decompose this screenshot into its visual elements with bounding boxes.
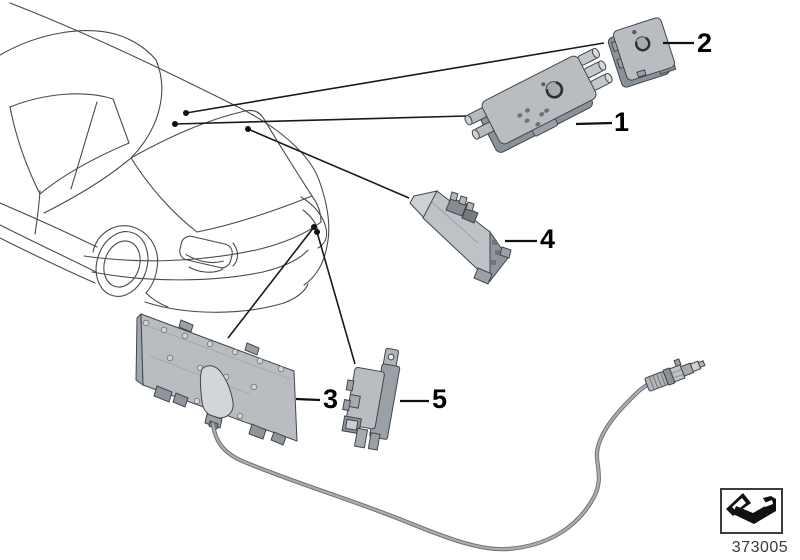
leader-lines [174,42,605,365]
car-rocker-line [0,224,97,273]
car-sill-line [0,237,96,284]
direction-arrow-icon [726,493,776,524]
car-wheel-inner [103,240,141,288]
car-rear-window [130,109,313,233]
leader-to-part-4 [247,128,410,199]
callout-label-1[interactable]: 1 [614,107,630,137]
leader-to-part-3 [227,226,315,339]
bracket-side-tab-1 [345,379,355,392]
plate-seam-1 [147,325,291,380]
mount-dot-1 [183,110,189,116]
plate-seam-2 [149,355,251,395]
cable-core [211,383,649,551]
part-5-bracket-module [341,347,401,451]
car-taillight [179,235,233,269]
amp1-left-cap-2 [471,129,480,140]
amp2-screw-clip [635,36,651,52]
antenna-fin [199,365,234,419]
mount-dot-3 [245,126,251,132]
connector-ridges [649,373,666,389]
antenna-cable [210,382,650,552]
car-roof-rail [0,30,157,61]
car-wheel-arch [92,225,159,294]
plate-clip-bottom-2 [172,392,189,408]
amp1-left-cap-1 [464,115,473,126]
part-4-control-module [409,190,512,285]
connector-tip-pin [697,360,706,368]
car-side-glass [9,93,130,195]
callout-label-2[interactable]: 2 [697,28,713,58]
amp1-top-face [481,55,597,145]
car-deck-edge [311,195,322,223]
module-strip-detail-1 [492,240,497,245]
cable-connector [644,358,706,392]
leader-to-part-1 [174,115,467,125]
car-wheel-outer [95,231,149,297]
module-strip-detail-2 [495,250,500,255]
bracket-tab-hole [387,353,395,361]
callout-line-1 [575,121,613,126]
plate-screw-bosses [142,319,285,420]
car-bumper-recess [188,266,224,273]
car-trunk-hook [232,242,239,267]
module-socket-pin-1 [449,191,459,202]
amp2-edge-detail [636,69,647,78]
plate-clip-top-2 [244,342,260,356]
bracket-connector-inner [344,418,359,431]
car-door-cut [34,190,41,235]
amp1-right-cap-3 [604,72,613,84]
car-bumper-bottom [144,283,309,313]
part-3-antenna-base-plate [135,312,298,446]
plate-clip-bottom-1 [153,385,173,403]
amp1-right-cap-1 [591,47,600,59]
connector-hex-lines [671,369,684,379]
connector-pin-stub [673,358,682,367]
car-taillight-line [185,253,224,264]
module-strip-detail-3 [491,260,496,265]
mount-dot-5 [314,229,320,235]
module-face-seam [431,201,479,244]
car-belt-line [0,202,98,248]
callout-leader-lines [295,41,694,403]
plate-clip-top-1 [178,319,194,333]
car-shoulder-line [43,157,132,214]
module-foot [473,267,493,285]
car-trunk-gap [300,196,328,249]
amp1-holes [517,108,550,127]
car-glass-divider [70,101,98,190]
mount-point-dots [172,110,320,235]
callout-label-4[interactable]: 4 [540,224,556,254]
mount-dot-4 [311,224,317,230]
mount-dot-2 [172,121,178,127]
amp2-pin [632,29,637,35]
plate-clip-bottom-4 [270,431,287,446]
plate-clip-bottom-3 [248,423,267,440]
part-2-antenna-amplifier-small [607,17,677,88]
module-clip [499,246,512,259]
callout-label-3[interactable]: 3 [323,384,339,414]
amp1-right-cap-2 [598,60,607,71]
car-trunk-edge [83,221,322,262]
module-socket-pin-2 [458,195,468,206]
module-socket-2 [461,207,479,224]
bracket-leg-1 [353,427,369,449]
callout-label-5[interactable]: 5 [432,384,448,414]
diagram-number: 373005 [731,539,789,556]
car-rocker-rear [145,292,169,308]
car-illustration [0,2,330,313]
leader-to-part-5 [316,231,356,365]
part-1-antenna-amplifier [464,47,613,153]
module-socket-pin-3 [465,201,475,212]
amp1-screw-pin [541,82,546,87]
callout-line-3 [295,397,321,402]
car-c-pillar [130,59,163,159]
legend-box[interactable] [720,488,783,534]
bracket-side-tab-2 [342,399,351,412]
leader-to-part-2 [185,42,605,114]
amp1-screw-clip [545,81,564,99]
bracket-leg-2 [367,432,381,451]
